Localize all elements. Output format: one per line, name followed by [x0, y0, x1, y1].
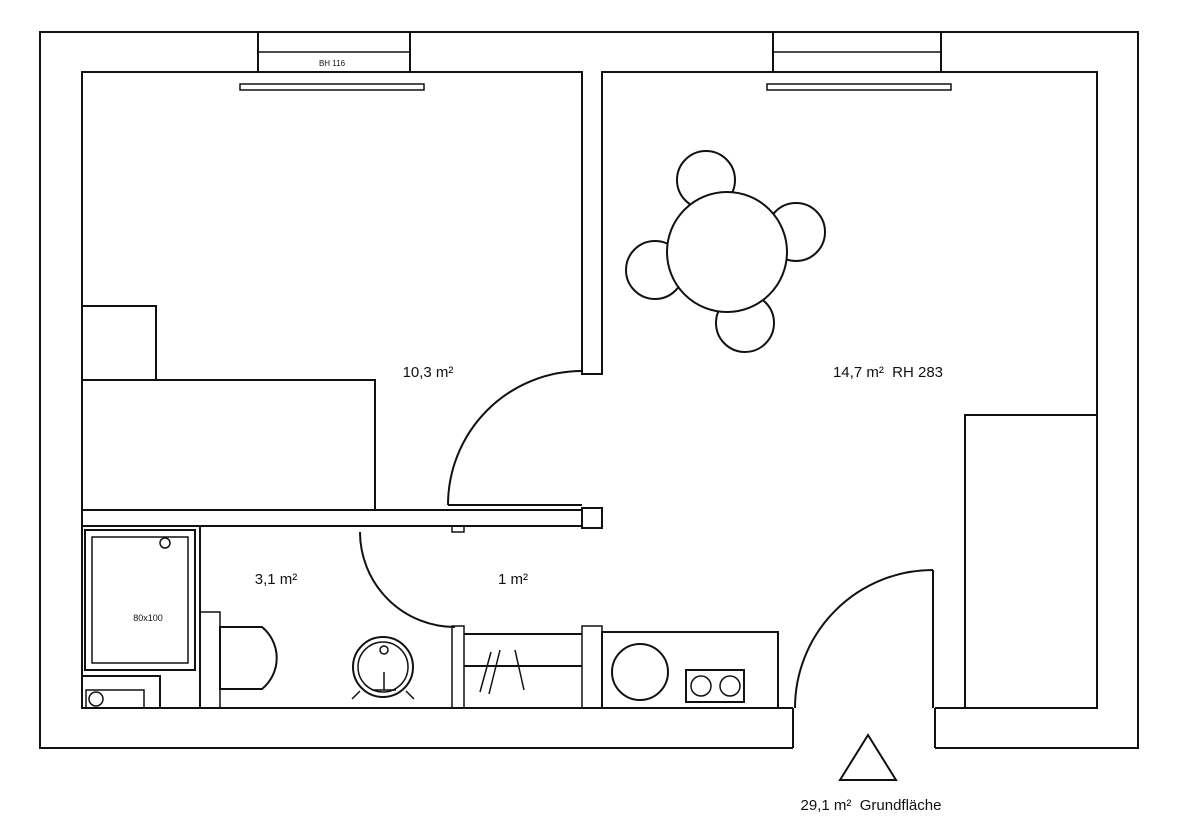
window-right — [766, 31, 952, 91]
bedroom-furniture — [81, 305, 376, 511]
living-area: 14,7 m² RH 283 — [833, 364, 943, 381]
entrance-triangle-icon — [838, 733, 898, 781]
bedroom-area: 10,3 m² — [403, 364, 454, 381]
wardrobe — [964, 414, 1098, 709]
shower-label: 80x100 — [133, 613, 163, 623]
shower — [84, 529, 196, 671]
bathroom-area: 3,1 m² — [255, 571, 298, 588]
hall-door — [359, 531, 456, 628]
water-heater — [351, 636, 415, 700]
bedroom-door — [447, 370, 583, 506]
washbasin — [81, 675, 161, 709]
window-left — [239, 31, 425, 91]
dining-table — [625, 150, 826, 353]
entrance-door — [794, 569, 934, 709]
hall-area: 1 m² — [498, 571, 528, 588]
hall-closet — [464, 633, 582, 695]
kitchen-counter — [601, 631, 779, 709]
total-area: 29,1 m² Grundfläche — [801, 797, 942, 814]
outer-walls — [39, 31, 1139, 749]
toilet — [219, 626, 278, 690]
window-label: BH 116 — [319, 59, 346, 68]
